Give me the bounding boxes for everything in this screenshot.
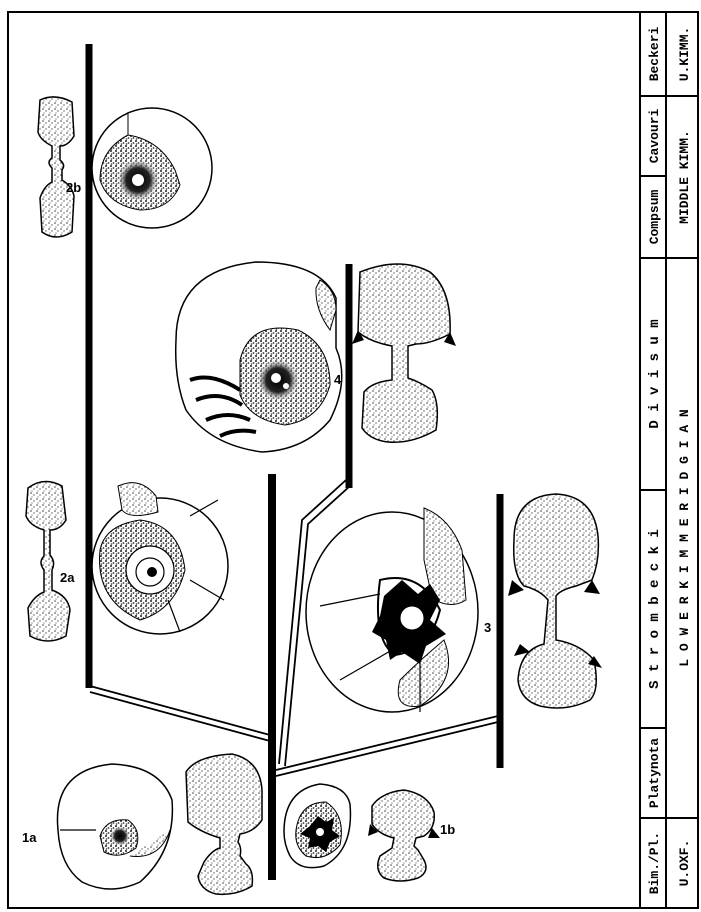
stage-label-lower-kimmeridgian: L O W E R K I M M E R I D G I A N	[677, 409, 692, 666]
specimen-3: 3	[306, 494, 602, 712]
stage-label-middle-kimm: MIDDLE KIMM.	[677, 130, 692, 224]
specimen-1b: 1b	[284, 784, 455, 881]
zone-label-strombecki: S t r o m b e c k i	[647, 529, 663, 689]
specimen-4: 4	[176, 262, 456, 452]
cross-section-2b	[38, 97, 74, 237]
zone-label-divisum: D i v i s u m	[647, 319, 663, 428]
zone-label-cavouri: Cavouri	[647, 108, 662, 163]
cross-section-3	[514, 494, 599, 708]
specimen-label-2b: 2b	[66, 180, 81, 195]
cross-section-4	[358, 264, 450, 442]
cross-section-1b	[372, 790, 434, 881]
specimen-label-1b: 1b	[440, 822, 455, 837]
zone-label-bim-pl: Bim./Pl.	[647, 832, 662, 894]
specimen-label-3: 3	[484, 620, 491, 635]
zone-label-compsum: Compsum	[647, 189, 662, 244]
zone-label-platynota: Platynota	[647, 738, 662, 808]
specimen-label-4: 4	[334, 372, 342, 387]
specimen-2b: 2b	[38, 97, 212, 237]
specimen-1a: 1a	[22, 754, 262, 894]
zone-label-beckeri: Beckeri	[647, 26, 662, 81]
specimen-label-2a: 2a	[60, 570, 75, 585]
specimen-label-1a: 1a	[22, 830, 37, 845]
stage-label-u-oxf: U.OXF.	[677, 840, 692, 887]
stratigraphic-column: Bim./Pl. Platynota S t r o m b e c k i D…	[640, 12, 698, 908]
cross-section-1a	[186, 754, 262, 894]
cross-section-2a	[26, 481, 70, 641]
specimen-2a: 2a	[26, 481, 228, 641]
stage-label-u-kimm: U.KIMM.	[677, 27, 692, 82]
